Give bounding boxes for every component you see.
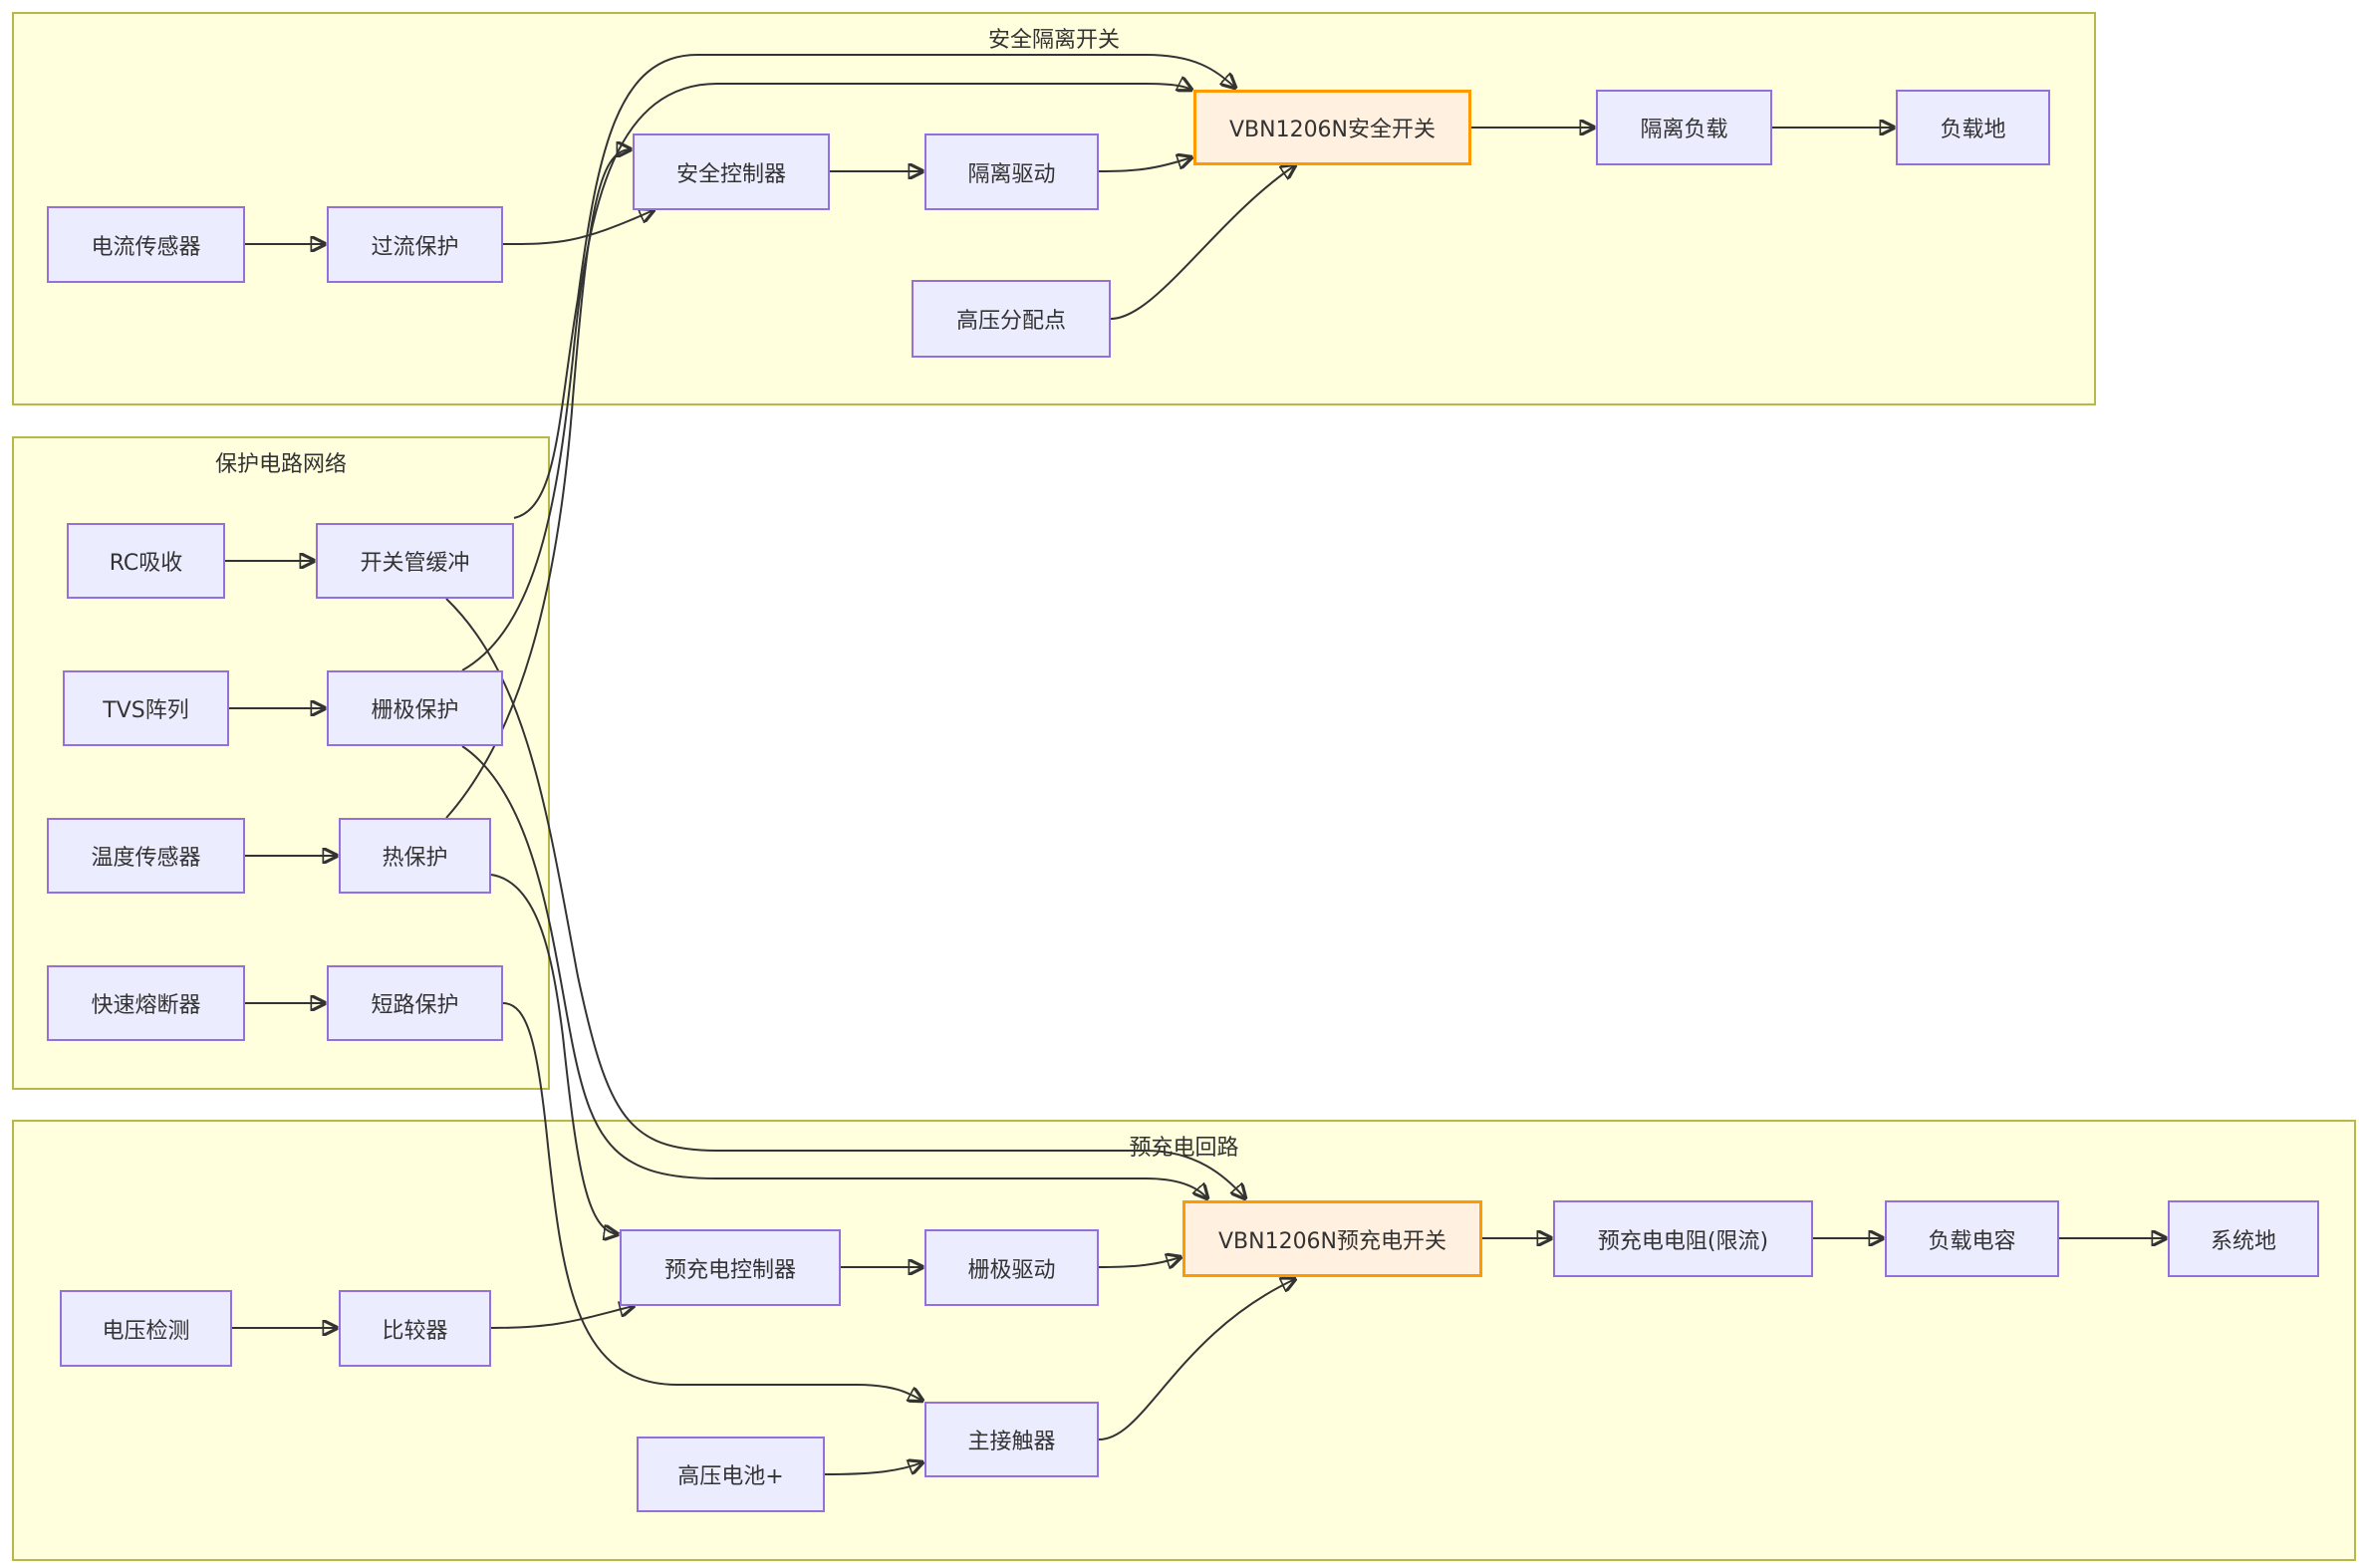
node-voltage-detect[interactable]: 电压检测 — [60, 1290, 232, 1367]
node-label: 温度传感器 — [91, 846, 201, 871]
node-hv-battery[interactable]: 高压电池+ — [637, 1437, 825, 1512]
node-label: RC吸收 — [109, 551, 183, 576]
node-fast-fuse[interactable]: 快速熔断器 — [47, 965, 245, 1041]
edge-switch-buffer-to-precharge-switch — [445, 598, 1245, 1198]
node-label: 隔离负载 — [1640, 118, 1728, 142]
node-label: 预充电控制器 — [663, 1257, 796, 1283]
node-load-ground[interactable]: 负载地 — [1896, 90, 2050, 165]
node-label: 短路保护 — [371, 993, 459, 1018]
node-safety-controller[interactable]: 安全控制器 — [633, 133, 830, 210]
node-rc-snubber[interactable]: RC吸收 — [67, 523, 225, 599]
cluster-title: 安全隔离开关 — [987, 28, 1120, 53]
node-thermal-protection[interactable]: 热保护 — [339, 818, 491, 894]
node-temp-sensor[interactable]: 温度传感器 — [47, 818, 245, 894]
node-label: 热保护 — [382, 846, 448, 871]
node-isolated-load[interactable]: 隔离负载 — [1596, 90, 1772, 165]
node-isolation-driver[interactable]: 隔离驱动 — [924, 133, 1099, 210]
node-hv-distribution[interactable]: 高压分配点 — [912, 280, 1111, 358]
node-label: 系统地 — [2210, 1228, 2276, 1254]
node-system-ground[interactable]: 系统地 — [2168, 1200, 2319, 1277]
node-label: 比较器 — [382, 1318, 448, 1344]
node-label: 高压分配点 — [955, 309, 1066, 334]
node-label: VBN1206N预充电开关 — [1217, 1228, 1447, 1254]
node-label: 负载地 — [1940, 118, 2006, 142]
node-load-capacitor[interactable]: 负载电容 — [1885, 1200, 2059, 1277]
node-label: 高压电池+ — [677, 1464, 784, 1489]
node-precharge-resistor[interactable]: 预充电电阻(限流) — [1553, 1200, 1813, 1277]
cluster-title: 预充电回路 — [1129, 1136, 1239, 1161]
node-label: 栅极保护 — [371, 698, 459, 723]
node-label: VBN1206N安全开关 — [1228, 118, 1437, 142]
node-label: 预充电电阻(限流) — [1597, 1228, 1769, 1254]
cluster-title: 保护电路网络 — [214, 452, 347, 477]
node-label: 负载电容 — [1928, 1228, 2016, 1254]
node-comparator[interactable]: 比较器 — [339, 1290, 491, 1367]
node-label: 电流传感器 — [91, 234, 201, 260]
node-tvs-array[interactable]: TVS阵列 — [63, 670, 229, 746]
node-label: TVS阵列 — [103, 698, 189, 723]
node-gate-protection[interactable]: 栅极保护 — [327, 670, 503, 746]
node-precharge-controller[interactable]: 预充电控制器 — [620, 1229, 841, 1306]
node-overcurrent-protection[interactable]: 过流保护 — [327, 206, 503, 283]
node-label: 过流保护 — [371, 234, 459, 260]
node-short-protection[interactable]: 短路保护 — [327, 965, 503, 1041]
node-main-contactor[interactable]: 主接触器 — [924, 1402, 1099, 1477]
node-label: 隔离驱动 — [967, 161, 1056, 187]
node-label: 快速熔断器 — [91, 993, 201, 1018]
node-label: 开关管缓冲 — [360, 551, 470, 576]
node-label: 安全控制器 — [675, 161, 786, 187]
node-gate-driver[interactable]: 栅极驱动 — [924, 1229, 1099, 1306]
node-label: 主接触器 — [967, 1430, 1056, 1454]
node-switch-buffer[interactable]: 开关管缓冲 — [316, 523, 514, 599]
node-current-sensor[interactable]: 电流传感器 — [47, 206, 245, 283]
node-label: 栅极驱动 — [967, 1257, 1056, 1283]
node-precharge-switch[interactable]: VBN1206N预充电开关 — [1182, 1200, 1482, 1277]
node-safety-switch[interactable]: VBN1206N安全开关 — [1193, 90, 1471, 165]
node-label: 电压检测 — [102, 1318, 190, 1344]
